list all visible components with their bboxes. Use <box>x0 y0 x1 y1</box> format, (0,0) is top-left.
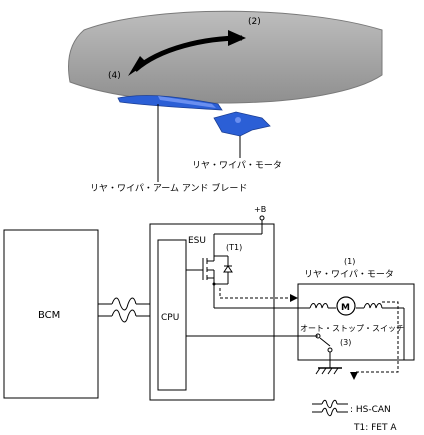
rotation-label-4: (4) <box>108 71 121 81</box>
current-flow-line <box>219 288 298 302</box>
motor-box <box>297 283 415 361</box>
bcm-label: BCM <box>38 310 60 321</box>
wiper-arm <box>117 95 223 111</box>
auto-stop-switch <box>315 333 333 362</box>
cpu-label: CPU <box>161 313 179 323</box>
cpu-box <box>157 239 187 391</box>
arm-label: リヤ・ワイパ・アーム アンド ブレード <box>90 182 247 194</box>
motor-symbol <box>336 296 356 316</box>
hs-can-line <box>98 297 150 323</box>
ground-symbol <box>315 362 342 375</box>
legend-hscan-symbol <box>312 399 348 417</box>
rotation-label-2: (2) <box>248 17 261 27</box>
motor-label: リヤ・ワイパ・モータ <box>192 160 282 171</box>
switch-index: (3) <box>340 338 351 347</box>
legend-fet-label: T1: FET A <box>353 423 397 433</box>
esu-label: ESU <box>188 236 206 246</box>
motor-symbol-letter: M <box>341 303 350 313</box>
wiper-motor <box>213 111 271 137</box>
rear-glass <box>68 10 383 104</box>
motor-title: リヤ・ワイパ・モータ <box>304 269 394 280</box>
motor-winding <box>298 296 405 360</box>
fet-label: (T1) <box>226 243 242 252</box>
bcm-box <box>3 229 99 399</box>
motor-index: (1) <box>344 257 355 266</box>
rotation-arrow <box>128 30 246 76</box>
return-flow-line <box>350 301 399 380</box>
power-terminal <box>259 215 265 221</box>
fet-t1 <box>186 234 233 290</box>
switch-label: オート・ストップ・スイッチ <box>300 324 404 333</box>
esu-box <box>149 223 275 401</box>
legend-hscan-label: : HS-CAN <box>350 405 391 415</box>
power-label: +B <box>254 205 266 214</box>
